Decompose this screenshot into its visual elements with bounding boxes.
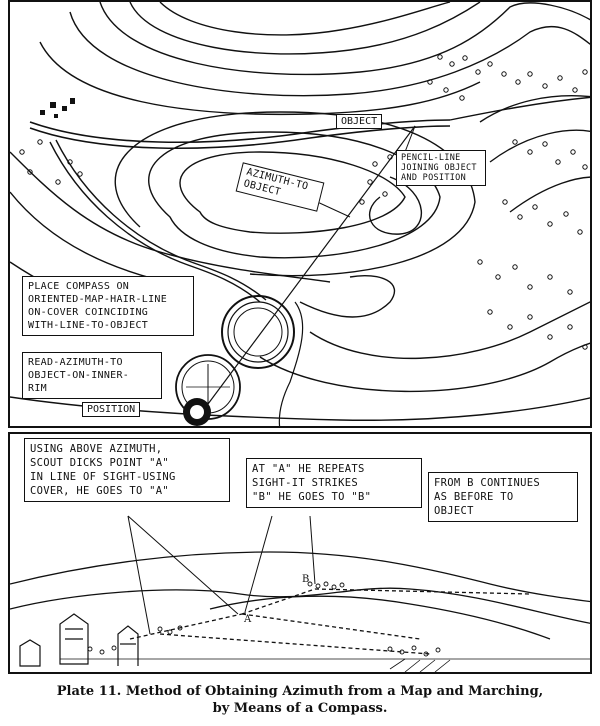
using-callout-line: SCOUT DICKS POINT "A" [30,457,170,469]
point-b-marker: B [302,574,310,585]
from-b-callout-line: FROM B CONTINUES [434,477,540,489]
at-a-callout: AT "A" HE REPEATS SIGHT-IT STRIKES "B" H… [246,458,422,508]
pencil-line-callout: PENCIL-LINE JOINING OBJECT AND POSITION [396,150,486,186]
position-label: POSITION [82,402,141,417]
read-azimuth-callout: READ-AZIMUTH-TO OBJECT-ON-INNER- RIM [22,352,162,399]
from-b-callout: FROM B CONTINUES AS BEFORE TO OBJECT [428,472,578,522]
place-compass-callout-line: ON-COVER COINCIDING [28,307,149,318]
landscape-scene [10,515,590,672]
read-azimuth-callout-line: READ-AZIMUTH-TO [28,357,123,368]
pencil-line-callout-line: PENCIL-LINE [401,153,461,163]
read-azimuth-callout-line: RIM [28,383,47,394]
point-a-marker: A [244,614,252,625]
plate-caption-line-1: Plate 11. Method of Obtaining Azimuth fr… [56,684,544,699]
topographic-map [10,2,590,426]
pencil-line-callout-line: AND POSITION [401,173,467,183]
using-callout-line: COVER, HE GOES TO "A" [30,485,170,497]
map-panel: OBJECT PENCIL-LINE JOINING OBJECT AND PO… [8,0,592,428]
scene-panel: USING ABOVE AZIMUTH, SCOUT DICKS POINT "… [8,432,592,674]
using-callout-line: IN LINE OF SIGHT-USING [30,471,176,483]
plate-caption-line-2: by Means of a Compass. [212,701,388,716]
at-a-callout-line: SIGHT-IT STRIKES [252,477,358,489]
place-compass-callout-line: ORIENTED-MAP-HAIR-LINE [28,294,168,305]
place-compass-callout: PLACE COMPASS ON ORIENTED-MAP-HAIR-LINE … [22,276,194,336]
at-a-callout-line: AT "A" HE REPEATS [252,463,365,475]
using-azimuth-callout: USING ABOVE AZIMUTH, SCOUT DICKS POINT "… [24,438,230,502]
from-b-callout-line: AS BEFORE TO [434,491,514,503]
place-compass-callout-line: PLACE COMPASS ON [28,281,130,292]
read-azimuth-callout-line: OBJECT-ON-INNER- [28,370,130,381]
using-callout-line: USING ABOVE AZIMUTH, [30,443,163,455]
pencil-line-callout-line: JOINING OBJECT [401,163,477,173]
place-compass-callout-line: WITH-LINE-TO-OBJECT [28,320,149,331]
from-b-callout-line: OBJECT [434,505,474,517]
at-a-callout-line: "B" HE GOES TO "B" [252,491,372,503]
object-label: OBJECT [336,114,383,129]
